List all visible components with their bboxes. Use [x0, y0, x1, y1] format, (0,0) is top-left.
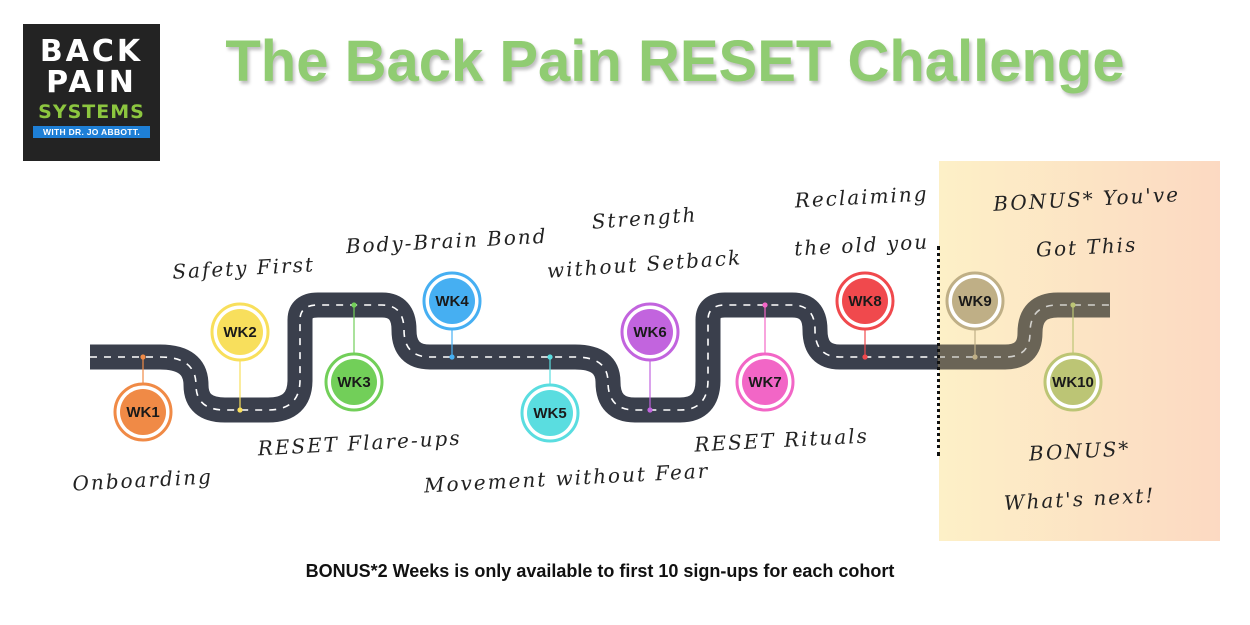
- road: [90, 292, 938, 423]
- topic-wk6: Strength without Setback: [546, 202, 743, 282]
- week-marker-wk9: WK9: [945, 271, 1005, 360]
- marker-dot: [862, 354, 868, 360]
- page-title: The Back Pain RESET Challenge: [225, 29, 1125, 94]
- topic-line: Movement without Fear: [422, 459, 709, 498]
- logo-pain-text: PAIN: [46, 65, 137, 100]
- week-label: WK5: [533, 405, 566, 422]
- week-marker-wk5: WK5: [520, 354, 580, 443]
- marker-fill: [120, 389, 166, 435]
- week-label: WK3: [337, 374, 370, 391]
- week-label: WK8: [848, 293, 881, 310]
- marker-dot: [237, 407, 243, 413]
- topic-line: What's next!: [1003, 483, 1156, 515]
- logo-back-text: BACK: [39, 34, 144, 69]
- marker-dot: [449, 354, 455, 360]
- logo: BACK PAIN SYSTEMS WITH DR. JO ABBOTT.: [23, 24, 160, 161]
- marker-dot: [647, 407, 653, 413]
- topic-wk4: Body-Brain Bond: [344, 224, 548, 259]
- week-label: WK4: [435, 293, 469, 310]
- logo-systems-text: SYSTEMS: [38, 101, 145, 123]
- week-label: WK6: [633, 324, 666, 341]
- week-label: WK10: [1052, 374, 1094, 391]
- topic-line: BONUS* You've: [992, 182, 1181, 216]
- marker-fill: [952, 278, 998, 324]
- marker-fill: [527, 390, 573, 436]
- marker-dot: [972, 354, 978, 360]
- bonus-divider: [937, 246, 940, 456]
- topic-wk7: RESET Rituals: [693, 423, 870, 456]
- topic-line: Body-Brain Bond: [344, 224, 548, 259]
- topic-line: RESET Flare-ups: [256, 426, 462, 461]
- marker-dot: [547, 354, 553, 360]
- marker-fill: [429, 278, 475, 324]
- topic-wk8: Reclaiming the old you: [793, 182, 929, 261]
- logo-byline: WITH DR. JO ABBOTT.: [33, 126, 150, 138]
- topic-wk2: Safety First: [172, 252, 316, 283]
- topic-line: Onboarding: [72, 464, 214, 495]
- week-marker-wk7: WK7: [735, 302, 795, 412]
- week-marker-wk2: WK2: [210, 302, 270, 413]
- marker-dot: [1070, 302, 1076, 308]
- topic-wk1: Onboarding: [72, 464, 214, 495]
- topic-wk5: Movement without Fear: [422, 459, 709, 498]
- marker-dot: [140, 354, 146, 360]
- week-marker-wk3: WK3: [324, 302, 384, 412]
- topic-line: RESET Rituals: [693, 423, 870, 456]
- marker-fill: [331, 359, 377, 405]
- week-marker-wk4: WK4: [422, 271, 482, 360]
- marker-dot: [351, 302, 357, 308]
- week-marker-wk1: WK1: [113, 354, 173, 442]
- week-label: WK7: [748, 374, 781, 391]
- week-marker-wk8: WK8: [835, 271, 895, 360]
- topic-line: without Setback: [546, 245, 743, 283]
- topic-line: Reclaiming: [793, 182, 929, 213]
- topic-line: Got This: [1035, 232, 1137, 261]
- marker-fill: [217, 309, 263, 355]
- topic-line: the old you: [794, 229, 930, 260]
- marker-fill: [842, 278, 888, 324]
- bonus-road: [938, 292, 1110, 370]
- week-marker-wk10: WK10: [1043, 302, 1103, 412]
- week-label: WK9: [958, 293, 991, 310]
- marker-fill: [742, 359, 788, 405]
- week-marker-wk6: WK6: [620, 302, 680, 413]
- bonus-footnote: BONUS*2 Weeks is only available to first…: [305, 561, 895, 581]
- topic-line: Safety First: [172, 252, 316, 283]
- week-label: WK1: [126, 404, 159, 421]
- topic-wk3: RESET Flare-ups: [256, 426, 462, 461]
- marker-dot: [762, 302, 768, 308]
- topic-wk10: BONUS* What's next!: [1003, 436, 1156, 515]
- week-label: WK2: [223, 324, 256, 341]
- topic-line: BONUS*: [1027, 436, 1131, 465]
- marker-fill: [1050, 359, 1096, 405]
- marker-fill: [627, 309, 673, 355]
- topic-line: Strength: [591, 202, 698, 233]
